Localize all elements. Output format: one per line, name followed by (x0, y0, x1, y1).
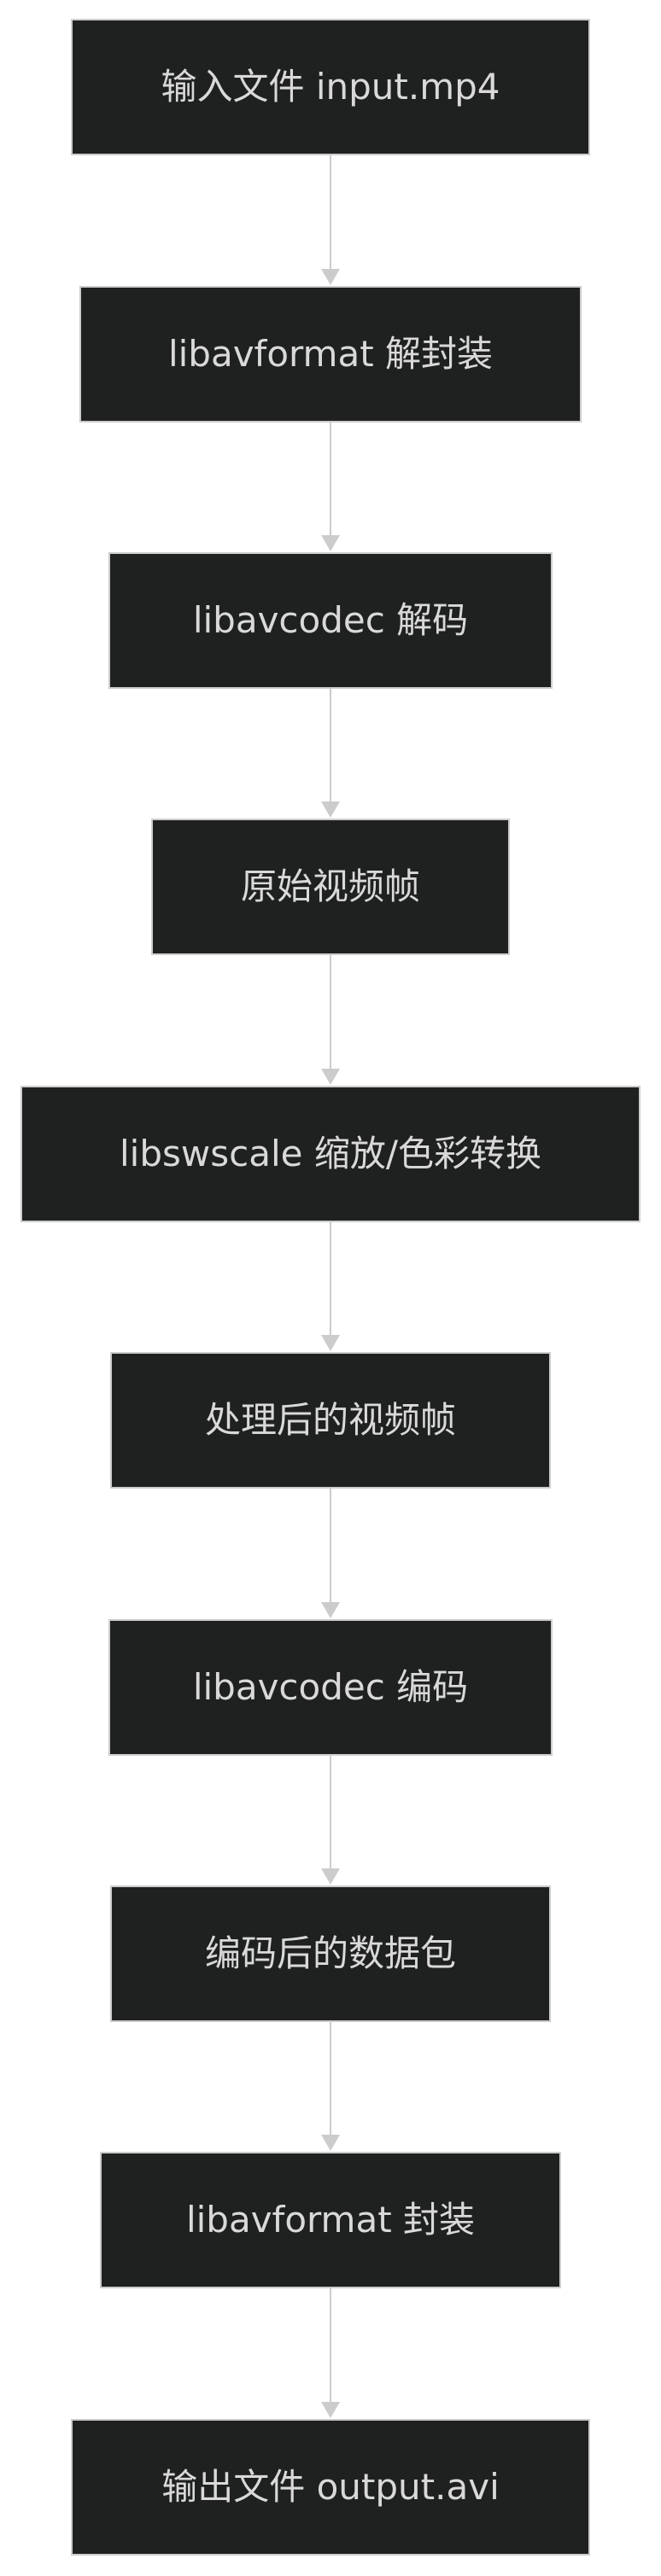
node-libavcodec-decode: libavcodec 解码 (108, 552, 553, 689)
node-input-file: 输入文件 input.mp4 (71, 19, 590, 155)
edge-arrow-decode-to-raw_frame (321, 689, 340, 818)
node-libavcodec-encode: libavcodec 编码 (108, 1619, 553, 1756)
edge-arrow-raw_frame-to-scale (321, 955, 340, 1085)
node-raw-video-frame: 原始视频帧 (151, 819, 510, 955)
node-processed-video-frame: 处理后的视频帧 (110, 1352, 551, 1489)
node-output-file: 输出文件 output.avi (71, 2419, 590, 2556)
node-encoded-packet: 编码后的数据包 (110, 1885, 551, 2022)
node-libavformat-demux: libavformat 解封装 (79, 286, 582, 423)
edge-arrow-input-to-demux (321, 155, 340, 285)
edge-arrow-demux-to-decode (321, 423, 340, 551)
edge-arrow-packet-to-mux (321, 2022, 340, 2151)
edge-arrow-scale-to-processed_frame (321, 1222, 340, 1351)
edge-arrow-mux-to-output (321, 2288, 340, 2418)
edge-arrow-encode-to-packet (321, 1756, 340, 1885)
edge-arrow-processed_frame-to-encode (321, 1489, 340, 1618)
node-libswscale-scale: libswscale 缩放/色彩转换 (20, 1086, 641, 1222)
node-libavformat-mux: libavformat 封装 (100, 2152, 561, 2288)
